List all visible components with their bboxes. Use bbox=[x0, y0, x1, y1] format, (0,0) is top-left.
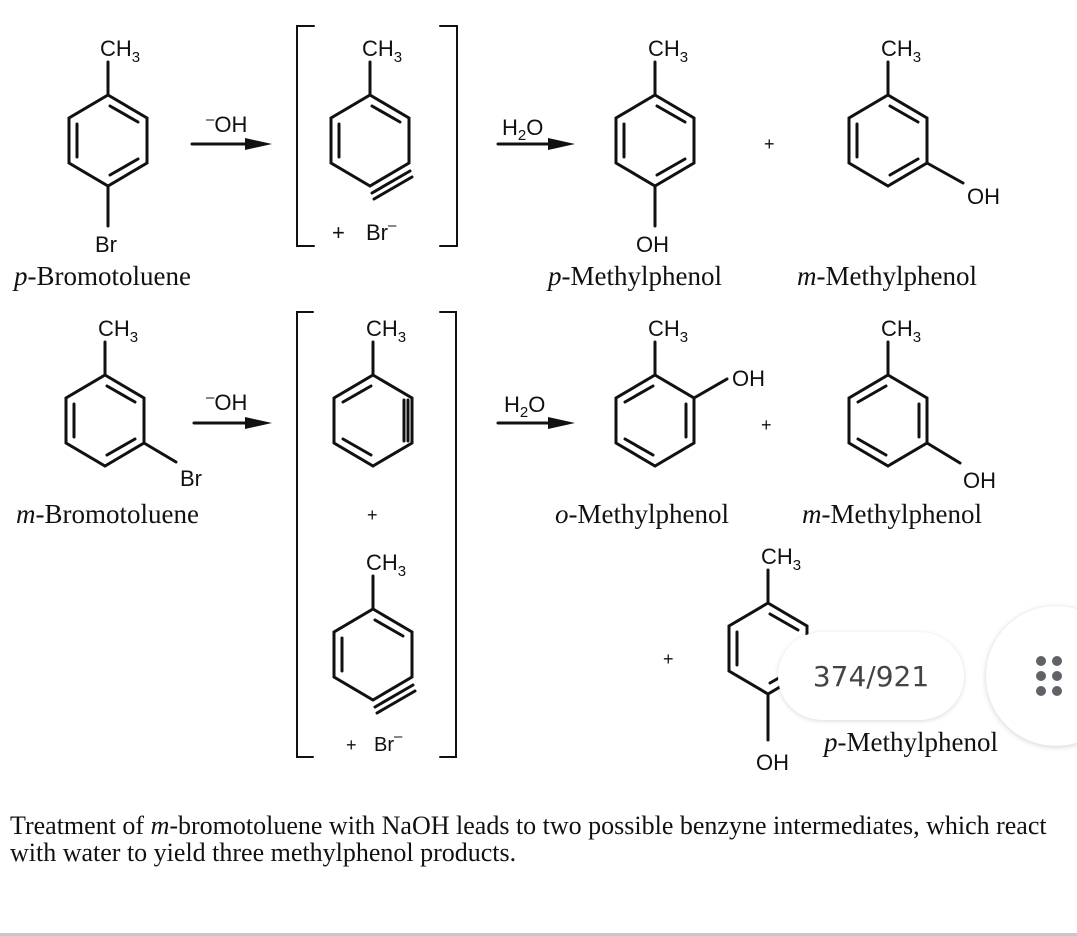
arrow-head-icon bbox=[245, 138, 272, 150]
m-bromotoluene-structure: CH3 Br m-Bromotoluene bbox=[16, 316, 202, 529]
svg-text:m-Methylphenol: m-Methylphenol bbox=[797, 261, 977, 291]
svg-text:m-Bromotoluene: m-Bromotoluene bbox=[16, 499, 199, 529]
svg-text:p-Methylphenol: p-Methylphenol bbox=[822, 727, 998, 757]
page-indicator[interactable]: 374/921 bbox=[778, 632, 964, 720]
arrow-head-icon bbox=[548, 417, 575, 429]
plus-sign: + bbox=[764, 134, 775, 154]
svg-text:CH3: CH3 bbox=[366, 316, 406, 346]
arrow-head-icon bbox=[245, 417, 272, 429]
svg-text:–OH: –OH bbox=[206, 111, 247, 137]
svg-text:H2O: H2O bbox=[502, 115, 543, 144]
svg-text:CH3: CH3 bbox=[366, 550, 406, 580]
benzyne-intermediate-bracket: CH3 + Br– bbox=[296, 25, 458, 247]
svg-text:CH3: CH3 bbox=[881, 36, 921, 66]
arrow-head-icon bbox=[548, 138, 575, 150]
reaction-arrow-hydroxide: –OH bbox=[190, 111, 272, 150]
m-methylphenol-structure-2: CH3 OH m-Methylphenol bbox=[802, 316, 996, 529]
plus-sign: + bbox=[761, 415, 772, 435]
svg-text:+: + bbox=[367, 505, 378, 525]
svg-text:CH3: CH3 bbox=[648, 316, 688, 346]
bottom-divider bbox=[0, 933, 1077, 936]
reaction-arrow-water-2: H2O bbox=[496, 392, 575, 429]
svg-text:CH3: CH3 bbox=[761, 544, 801, 574]
reaction-arrow-hydroxide-2: –OH bbox=[192, 389, 272, 429]
m-methylphenol-structure: CH3 OH m-Methylphenol bbox=[797, 36, 1000, 291]
svg-text:OH: OH bbox=[963, 468, 996, 493]
svg-text:OH: OH bbox=[732, 366, 765, 391]
svg-text:OH: OH bbox=[756, 750, 789, 775]
svg-text:m-Methylphenol: m-Methylphenol bbox=[802, 499, 982, 529]
svg-text:OH: OH bbox=[636, 232, 669, 257]
p-methylphenol-structure-2: CH3 OH p-Methylphenol bbox=[727, 544, 998, 775]
svg-text:Br–: Br– bbox=[366, 217, 397, 245]
svg-text:–OH: –OH bbox=[206, 389, 247, 415]
reaction-arrow-water: H2O bbox=[496, 115, 575, 150]
compound-name: p-Bromotoluene bbox=[12, 261, 191, 291]
svg-text:H2O: H2O bbox=[504, 392, 545, 421]
reaction-scheme: CH3 Br p-Bromotoluene –OH CH3 + Br– H2O bbox=[12, 25, 1000, 775]
figure-caption: Treatment of m-bromotoluene with NaOH le… bbox=[10, 811, 1047, 867]
svg-text:CH3: CH3 bbox=[881, 316, 921, 346]
svg-text:CH3: CH3 bbox=[98, 316, 138, 346]
plus-sign: + bbox=[663, 649, 674, 669]
o-methylphenol-structure: CH3 OH o-Methylphenol bbox=[555, 316, 765, 529]
svg-text:p-Methylphenol: p-Methylphenol bbox=[546, 261, 722, 291]
br-label: Br bbox=[95, 232, 117, 257]
svg-text:+: + bbox=[332, 220, 345, 245]
svg-text:CH3: CH3 bbox=[362, 36, 402, 66]
svg-text:Br: Br bbox=[180, 466, 202, 491]
ch3-label: CH3 bbox=[100, 36, 140, 66]
p-bromotoluene-structure: CH3 Br p-Bromotoluene bbox=[12, 36, 191, 291]
benzene-ring bbox=[67, 93, 149, 188]
benzyne-intermediates-bracket: CH3 + CH3 + Br– bbox=[296, 311, 457, 758]
p-methylphenol-structure: CH3 OH p-Methylphenol bbox=[546, 36, 722, 291]
svg-text:CH3: CH3 bbox=[648, 36, 688, 66]
svg-text:Br–: Br– bbox=[374, 728, 403, 756]
svg-text:+: + bbox=[346, 735, 357, 755]
svg-text:o-Methylphenol: o-Methylphenol bbox=[555, 499, 729, 529]
svg-text:OH: OH bbox=[967, 184, 1000, 209]
grid-dots-icon bbox=[1036, 656, 1066, 696]
